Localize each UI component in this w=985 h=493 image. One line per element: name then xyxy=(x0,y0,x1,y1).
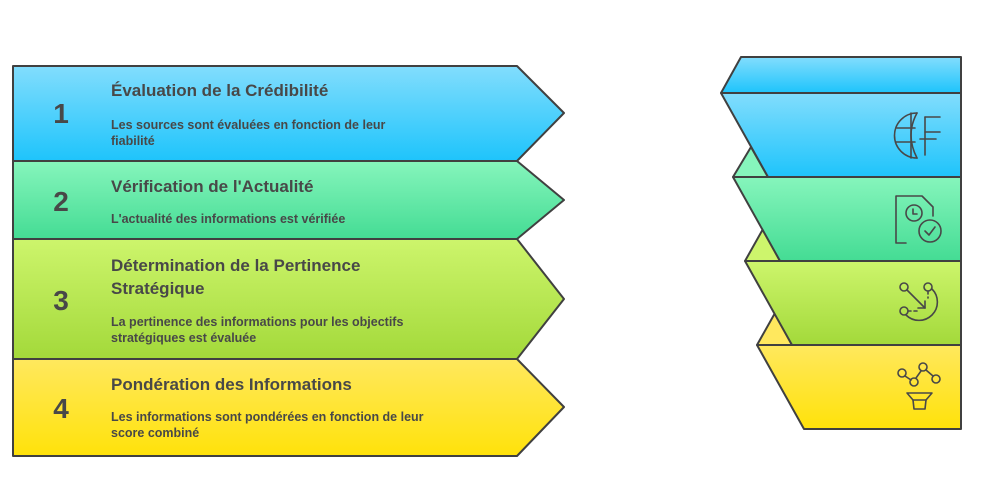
step-4-description: Les informations sont pondérées en fonct… xyxy=(111,409,424,441)
step-4-arrow xyxy=(12,358,565,457)
ribbon-stack xyxy=(720,56,962,430)
ribbon-block-4 xyxy=(756,344,962,430)
document-clock-check-icon xyxy=(895,195,942,244)
step-1-description: Les sources sont évaluées en fonction de… xyxy=(111,117,385,149)
step-1-description-line-1: Les sources sont évaluées en fonction de… xyxy=(111,118,386,132)
step-1-arrow xyxy=(12,65,565,162)
step-arrows xyxy=(12,65,565,457)
step-4-description-line-2: score combiné xyxy=(111,426,200,440)
step-3-title-line-2: Stratégique xyxy=(111,279,205,298)
step-3-description-line-2: stratégiques est évaluée xyxy=(111,331,257,345)
step-4-description-line-1: Les informations sont pondérées en fonct… xyxy=(111,410,424,424)
step-3-number: 3 xyxy=(53,285,69,316)
step-2-description-line-1: L'actualité des informations est vérifié… xyxy=(111,212,346,226)
step-4-number: 4 xyxy=(53,393,69,424)
nodes-funnel-icon xyxy=(897,362,941,410)
path-target-icon xyxy=(899,282,939,322)
step-2-description: L'actualité des informations est vérifié… xyxy=(111,211,345,227)
step-3-description: La pertinence des informations pour les … xyxy=(111,314,403,346)
step-2-title: Vérification de l'Actualité xyxy=(111,177,314,196)
ribbon-cap xyxy=(720,56,962,94)
step-3-title: Détermination de la Pertinence Stratégiq… xyxy=(111,254,360,300)
step-3-arrow xyxy=(12,238,565,360)
step-3-description-line-1: La pertinence des informations pour les … xyxy=(111,315,404,329)
step-1-number: 1 xyxy=(53,98,69,129)
step-3-title-line-1: Détermination de la Pertinence xyxy=(111,256,361,275)
step-2-arrow xyxy=(12,160,565,240)
step-1-title: Évaluation de la Crédibilité xyxy=(111,81,329,100)
ribbon-block-1 xyxy=(720,92,962,178)
globe-currency-icon xyxy=(893,112,941,159)
step-4-title: Pondération des Informations xyxy=(111,375,352,394)
step-2-number: 2 xyxy=(53,186,69,217)
step-1-description-line-2: fiabilité xyxy=(111,134,155,148)
